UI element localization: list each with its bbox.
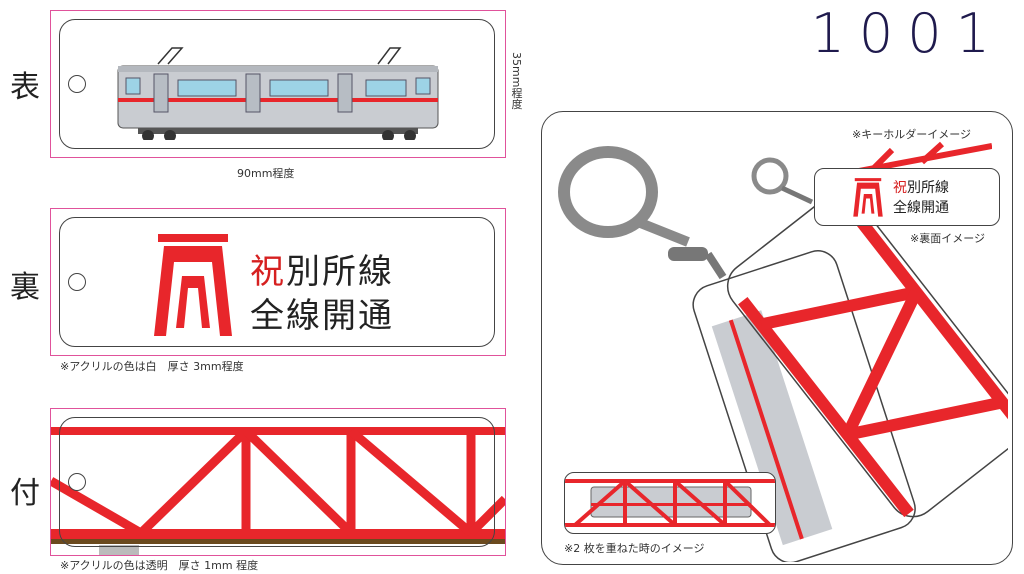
- front-card: [59, 19, 495, 149]
- keyring-hole: [68, 75, 86, 93]
- mini-logo-line2: 全線開通: [893, 200, 949, 216]
- stacked-caption: ※2 枚を重ねた時のイメージ: [564, 542, 705, 555]
- logo-line1: 祝別所線: [250, 244, 394, 293]
- logo-line1-text: 別所線: [286, 252, 394, 292]
- back-panel: 祝別所線 全線開通: [50, 208, 506, 356]
- keyring-hole: [68, 473, 86, 491]
- keyholder-caption: ※キーホルダーイメージ: [852, 128, 971, 141]
- front-panel: [50, 10, 506, 158]
- back-note: ※アクリルの色は白 厚さ 3mm程度: [60, 360, 244, 373]
- bessho-line-logo: [154, 234, 232, 336]
- stacked-illustration: [565, 479, 775, 527]
- stacked-card: [564, 472, 776, 534]
- back-image-caption: ※裏面イメージ: [910, 232, 985, 245]
- logo-line2: 全線開通: [250, 296, 394, 336]
- train-illustration: [117, 47, 439, 140]
- logo-celebrate-char: 祝: [250, 252, 286, 292]
- mini-logo-celebrate-char: 祝: [893, 180, 907, 196]
- height-caption: 35mm程度: [510, 52, 523, 110]
- mini-logo-line1-text: 別所線: [907, 180, 949, 196]
- small-back-card: 祝別所線 全線開通: [814, 168, 1000, 226]
- back-card: 祝別所線 全線開通: [59, 217, 495, 347]
- attachment-side-label: 付: [10, 476, 40, 511]
- mini-logo-mark: [853, 178, 883, 217]
- width-caption: 90mm程度: [237, 167, 295, 180]
- small-carabiner-icon: [751, 157, 814, 205]
- composite-preview: ※キーホルダーイメージ: [541, 111, 1013, 565]
- truss-illustration: [51, 427, 505, 555]
- attachment-panel: [50, 408, 506, 556]
- keyring-hole: [68, 273, 86, 291]
- mini-logo-line1: 祝別所線: [893, 177, 949, 197]
- front-side-label: 表: [10, 70, 40, 105]
- product-number: 1001: [810, 2, 1004, 65]
- attachment-note: ※アクリルの色は透明 厚さ 1mm 程度: [60, 559, 259, 572]
- attachment-card-outline: [59, 417, 495, 547]
- keyholder-illustration: [558, 146, 1008, 562]
- back-side-label: 裏: [10, 270, 40, 305]
